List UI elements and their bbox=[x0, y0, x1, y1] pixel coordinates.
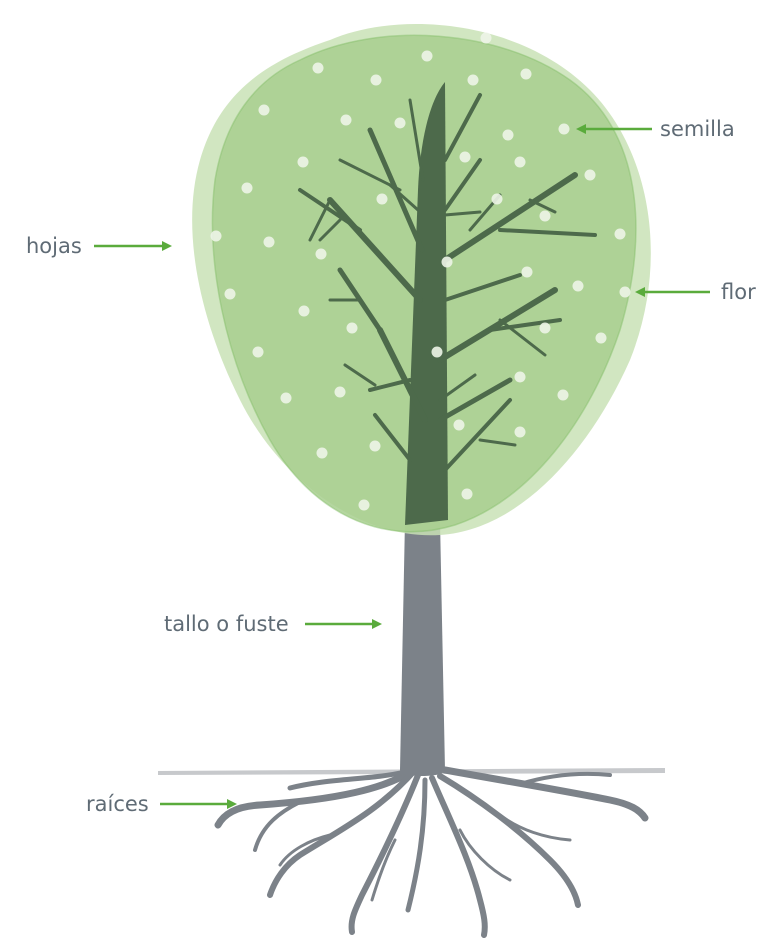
arrow-raices bbox=[160, 799, 237, 809]
label-tallo: tallo o fuste bbox=[164, 614, 289, 635]
label-semilla: semilla bbox=[660, 119, 735, 140]
arrow-tallo bbox=[305, 619, 382, 629]
label-flor: flor bbox=[721, 282, 756, 303]
roots bbox=[218, 765, 645, 935]
label-raices: raíces bbox=[86, 794, 149, 815]
label-hojas: hojas bbox=[26, 236, 82, 257]
trunk bbox=[400, 520, 445, 776]
arrow-hojas bbox=[94, 241, 172, 251]
